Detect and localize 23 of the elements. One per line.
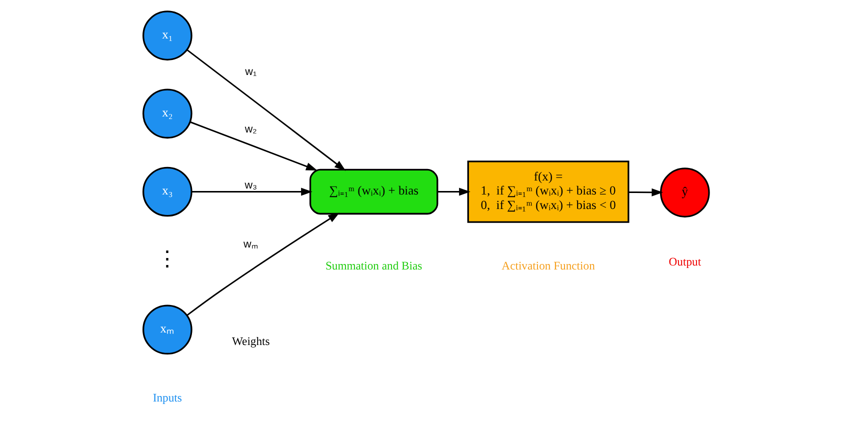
node-circle: x₁ (142, 10, 192, 60)
edge-label: w₂ (244, 123, 257, 136)
arrow (190, 121, 318, 171)
label: Weights (232, 335, 270, 348)
arrow (192, 188, 312, 196)
label: Activation Function (502, 260, 595, 273)
label: Summation and Bias (325, 260, 422, 273)
edge-label: wₘ (243, 238, 258, 251)
node-circle: x₃ (142, 166, 192, 217)
node-circle: xₘ (142, 304, 192, 355)
arrow (438, 188, 470, 196)
node-circle: ŷ (660, 168, 710, 218)
node-circle: x₂ (142, 88, 192, 139)
node-box: f(x) = 1, if ∑ᵢ₌₁ᵐ (wᵢxᵢ) + bias ≥ 0 0, if ∑ᵢ₌₁ᵐ (wᵢxᵢ) + bias < 0 (467, 160, 630, 223)
arrow (186, 212, 340, 316)
edge-label: w₃ (244, 180, 257, 192)
edge-label: w₁ (245, 66, 257, 78)
label: ⋮ (156, 246, 178, 271)
label: Output (668, 255, 702, 268)
arrow (628, 188, 664, 196)
label: Inputs (152, 392, 182, 405)
arrow (186, 49, 346, 171)
node-box: ∑ᵢ₌₁ᵐ (wᵢxᵢ) + bias (309, 168, 438, 215)
